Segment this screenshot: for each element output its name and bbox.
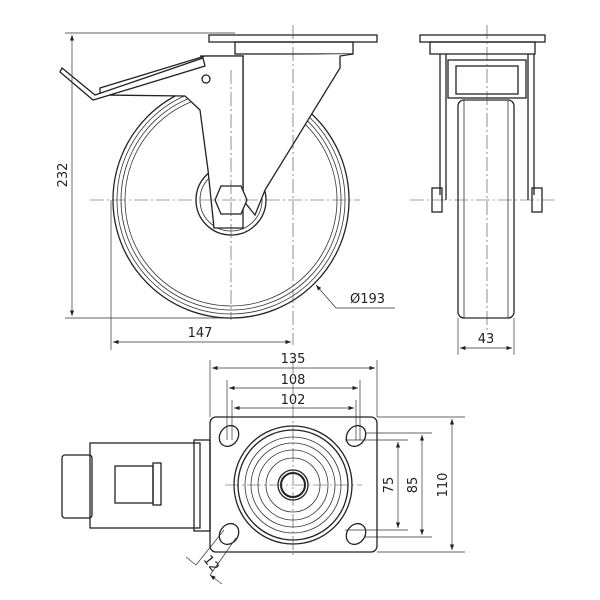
- dim-hole-spacing-108: 108: [281, 373, 306, 388]
- top-view: 135 108 102 75 85 110 12: [61, 352, 465, 585]
- dim-width-43: 43: [478, 332, 495, 347]
- mounting-holes: [218, 424, 367, 546]
- brake-housing: [89, 442, 201, 529]
- side-view: 232 147 Ø193: [56, 25, 395, 350]
- dim-plate-width-135: 135: [281, 352, 306, 367]
- dim-height-232: 232: [56, 163, 71, 188]
- front-view: 43: [410, 25, 555, 355]
- dim-75: 75: [382, 477, 397, 494]
- brake-pedal: [59, 57, 206, 101]
- dim-plate-height-110: 110: [436, 473, 451, 498]
- wheel-front: [457, 99, 515, 319]
- dim-diameter-193: Ø193: [350, 292, 385, 307]
- top-plate: [209, 416, 378, 553]
- dim-offset-147: 147: [188, 326, 213, 341]
- dim-85: 85: [406, 477, 421, 494]
- dim-hole-spacing-102: 102: [281, 393, 306, 408]
